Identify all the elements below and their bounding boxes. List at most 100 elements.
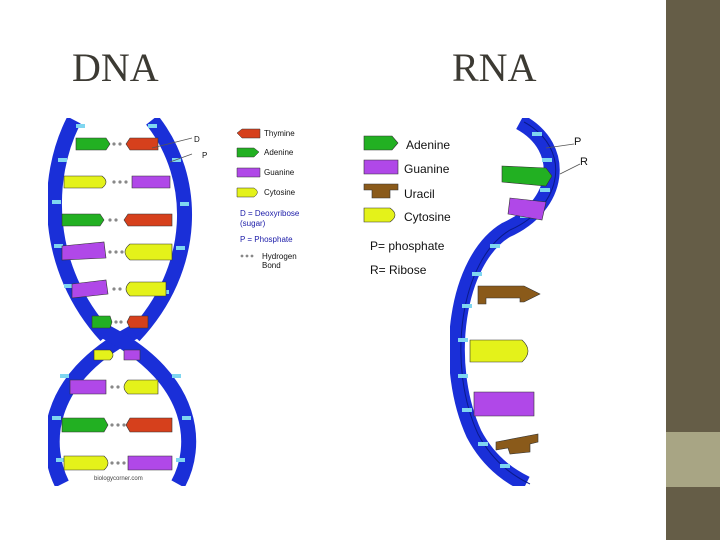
thymine-base xyxy=(125,417,173,433)
phosphate-tick xyxy=(54,244,63,248)
dna-pointer-lines xyxy=(151,137,193,163)
guanine-base xyxy=(473,391,535,417)
rna-legend-swatches xyxy=(363,135,399,223)
rna-label-r: R xyxy=(580,156,588,168)
phosphate-tick xyxy=(458,338,468,342)
dna-backbone-left-upper xyxy=(48,118,112,342)
hydrogen-bond-dot xyxy=(108,218,112,222)
hydrogen-bond-dot xyxy=(110,423,114,427)
rna-title: RNA xyxy=(452,45,537,90)
phosphate-tick xyxy=(64,284,73,288)
phosphate-tick xyxy=(176,246,185,250)
rna-legend-adenine: Adenine xyxy=(406,138,451,152)
rna-legend-phosphate: P= phosphate xyxy=(370,239,445,253)
guanine-base xyxy=(123,349,141,361)
phosphate-pointer xyxy=(169,153,193,163)
legend-deoxyribose: D = Deoxyribose xyxy=(240,209,300,218)
adenine-swatch xyxy=(363,135,399,151)
phosphate-tick xyxy=(52,416,61,420)
phosphate-tick xyxy=(532,132,542,136)
thymine-base xyxy=(126,315,149,329)
phosphate-tick xyxy=(180,202,189,206)
ribose-pointer xyxy=(559,163,581,175)
legend-thymine: Thymine xyxy=(264,129,295,138)
guanine-base xyxy=(71,279,109,299)
phosphate-tick xyxy=(500,464,510,468)
legend-hydrogen: Hydrogen xyxy=(262,252,297,261)
phosphate-tick xyxy=(540,188,550,192)
rna-legend-cytosine: Cytosine xyxy=(404,210,451,224)
dna-credit: biologycorner.com xyxy=(94,476,143,482)
cytosine-base xyxy=(63,175,107,189)
dna-legend-swatches xyxy=(236,128,261,258)
phosphate-tick xyxy=(182,416,191,420)
phosphate-tick xyxy=(52,200,61,204)
dna-backbone-right-upper xyxy=(128,118,193,342)
cytosine-base xyxy=(123,379,159,395)
uracil-base xyxy=(495,433,539,455)
dna-title: DNA xyxy=(72,45,159,90)
phosphate-tick xyxy=(56,458,65,462)
guanine-swatch xyxy=(236,167,261,178)
hydrogen-bond-dot xyxy=(108,250,112,254)
dna-double-helix xyxy=(48,118,197,486)
uracil-base xyxy=(477,285,541,305)
legend-phosphate: P = Phosphate xyxy=(240,235,293,244)
phosphate-tick xyxy=(58,158,67,162)
hydrogen-bond-dot xyxy=(112,180,116,184)
phosphate-tick xyxy=(490,244,500,248)
legend-bond: Bond xyxy=(262,261,281,270)
rna-legend-ribose: R= Ribose xyxy=(370,263,427,277)
legend-cytosine: Cytosine xyxy=(264,188,296,197)
uracil-swatch xyxy=(363,183,399,199)
adenine-base xyxy=(61,417,109,433)
adenine-base xyxy=(91,315,113,329)
guanine-swatch xyxy=(363,159,399,175)
dna-label-d: D xyxy=(194,135,200,144)
phosphate-pointer xyxy=(545,143,575,149)
rna-legend-guanine: Guanine xyxy=(404,162,450,176)
phosphate-tick xyxy=(472,272,482,276)
hydrogen-bond-icon xyxy=(240,254,244,258)
phosphate-tick xyxy=(542,158,552,162)
thymine-base xyxy=(123,213,173,227)
cytosine-base xyxy=(63,455,109,471)
hydrogen-bond-dot xyxy=(112,287,116,291)
phosphate-tick xyxy=(458,374,468,378)
hydrogen-bond-dot xyxy=(110,461,114,465)
adenine-swatch xyxy=(236,147,260,158)
rna-single-strand xyxy=(450,118,581,486)
phosphate-tick xyxy=(148,124,157,128)
adenine-base xyxy=(61,213,105,227)
guanine-base xyxy=(507,197,547,221)
legend-guanine: Guanine xyxy=(264,168,295,177)
deoxyribose-pointer xyxy=(151,137,193,149)
thymine-base xyxy=(125,137,159,151)
cytosine-swatch xyxy=(363,207,396,223)
legend-deoxyribose-sugar: (sugar) xyxy=(240,219,266,228)
hydrogen-bond-dot xyxy=(112,142,116,146)
cytosine-base xyxy=(124,243,173,261)
phosphate-tick xyxy=(60,374,69,378)
guanine-base xyxy=(69,379,107,395)
rna-legend-uracil: Uracil xyxy=(404,187,435,201)
hydrogen-bond-dot xyxy=(114,320,118,324)
dna-label-p: P xyxy=(202,151,208,160)
adenine-base xyxy=(75,137,111,151)
adenine-base xyxy=(501,165,553,187)
phosphate-tick xyxy=(172,374,181,378)
legend-adenine: Adenine xyxy=(264,148,294,157)
rna-label-p: P xyxy=(574,136,582,148)
phosphate-tick xyxy=(176,458,185,462)
thymine-swatch xyxy=(236,128,261,139)
phosphate-tick xyxy=(76,124,85,128)
phosphate-tick xyxy=(462,408,472,412)
cytosine-swatch xyxy=(236,187,258,198)
hydrogen-bond-dot xyxy=(110,385,114,389)
rna-backbone xyxy=(450,118,560,486)
slide-sidebar-accent xyxy=(666,432,720,487)
guanine-base xyxy=(61,241,107,261)
cytosine-base xyxy=(93,349,114,361)
guanine-base xyxy=(131,175,171,189)
phosphate-tick xyxy=(478,442,488,446)
